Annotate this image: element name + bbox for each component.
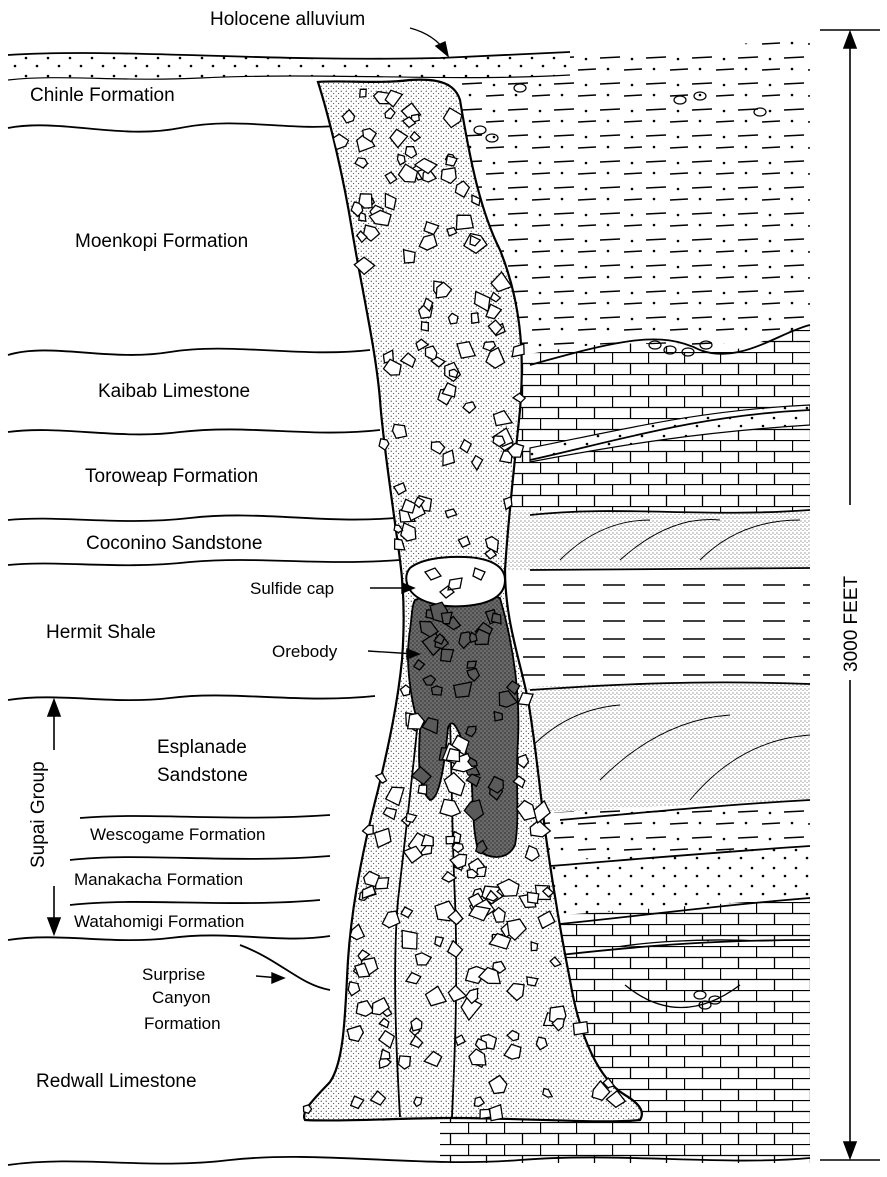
label-wescogame-formation: Wescogame Formation	[90, 825, 265, 844]
contact-left-esplanade	[8, 695, 375, 700]
scale-bar-top-arrowhead	[844, 32, 856, 48]
breccia-clast	[492, 613, 502, 624]
breccia-clast	[418, 785, 427, 794]
breccia-clast	[446, 836, 455, 843]
label-esplanade-line2: Sandstone	[157, 765, 248, 786]
breccia-clast	[360, 89, 367, 97]
label-toroweap-formation: Toroweap Formation	[85, 466, 258, 487]
label-kaibab-limestone: Kaibab Limestone	[98, 381, 250, 402]
contact-left-coconino	[8, 515, 395, 521]
breccia-clast	[527, 977, 538, 986]
contact-left-kaibab	[8, 349, 370, 355]
contact-left-wescogame	[80, 815, 330, 818]
label-coconino-sandstone: Coconino Sandstone	[86, 533, 262, 554]
contact-left-moenkopi	[8, 123, 345, 131]
label-holocene-alluvium: Holocene alluvium	[210, 9, 365, 30]
breccia-clast	[494, 712, 502, 721]
label-scale-3000-feet: 3000 FEET	[841, 576, 862, 672]
contact-left-redwall	[8, 935, 330, 940]
label-watahomigi-formation: Watahomigi Formation	[74, 912, 244, 931]
label-moenkopi-formation: Moenkopi Formation	[75, 231, 248, 252]
label-orebody: Orebody	[272, 642, 338, 661]
surprise-arrowhead	[272, 973, 284, 983]
label-redwall-limestone: Redwall Limestone	[36, 1071, 197, 1092]
label-chinle-formation: Chinle Formation	[30, 85, 175, 106]
breccia-clast	[573, 1022, 588, 1035]
contact-left-hermit	[8, 560, 400, 565]
breccia-clast	[404, 250, 416, 263]
label-canyon: Canyon	[152, 988, 211, 1007]
contact-left-manakacha	[70, 856, 330, 860]
label-surprise: Surprise	[142, 965, 205, 984]
breccia-clast	[393, 424, 407, 438]
supai-group-bracket	[48, 700, 60, 934]
breccia-clast	[421, 322, 428, 331]
contact-left-toroweap	[8, 429, 380, 434]
supai-bracket-bottom-arrowhead	[48, 918, 60, 934]
sulfide-cap-shape	[406, 557, 505, 607]
breccia-clast	[471, 313, 479, 323]
breccia-clast	[431, 686, 442, 695]
contact-left-surprise-canyon	[240, 945, 330, 990]
breccia-clast	[363, 825, 374, 834]
breccia-clast	[456, 215, 473, 229]
holocene-alluvium-strip	[8, 52, 570, 80]
breccia-clast	[402, 930, 417, 949]
holocene-arrowhead	[436, 42, 448, 56]
label-manakacha-formation: Manakacha Formation	[74, 870, 243, 889]
breccia-clast	[441, 612, 452, 624]
breccia-clast	[528, 892, 539, 903]
label-formation: Formation	[144, 1014, 221, 1033]
breccia-clast	[531, 942, 537, 951]
scale-bar-bottom-arrowhead	[844, 1142, 856, 1158]
breccia-clast	[467, 661, 476, 668]
supai-bracket-top-arrowhead	[48, 700, 60, 716]
label-supai-group: Supai Group	[28, 761, 49, 868]
label-esplanade-line1: Esplanade	[157, 737, 247, 758]
label-hermit-shale: Hermit Shale	[46, 622, 156, 643]
contact-left-watahomigi	[70, 900, 320, 905]
label-sulfide-cap: Sulfide cap	[250, 579, 334, 598]
